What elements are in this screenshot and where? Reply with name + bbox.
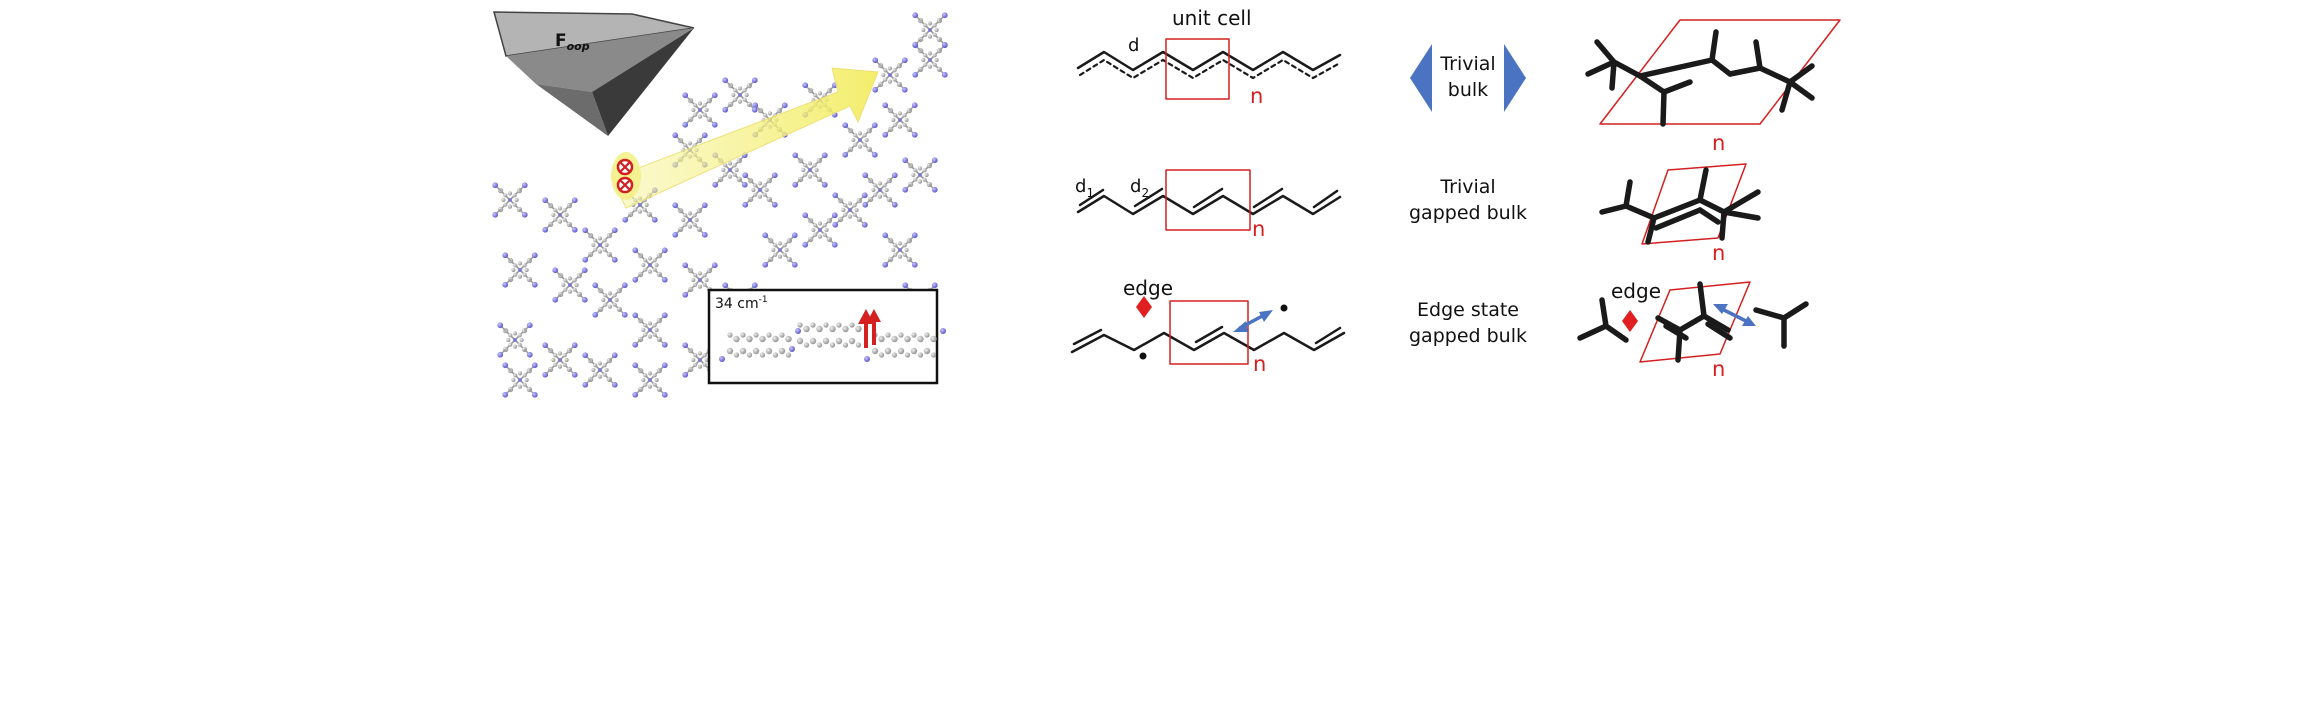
- bond-length-d2-label: d2: [1130, 176, 1149, 200]
- repeat-n-label: n: [1712, 241, 1725, 265]
- vibration-mode-inset: 34 cm-1: [707, 288, 946, 385]
- porphyrin-molecule: [632, 247, 668, 283]
- radical-dot-icon: [1139, 352, 1147, 360]
- classification-labels: Trivial bulk Trivial gapped bulk Edge st…: [1409, 44, 1527, 347]
- molecule-lattice: [492, 12, 948, 398]
- porphyrin-molecule: [542, 342, 578, 378]
- bond-length-d-label: d: [1128, 35, 1139, 56]
- porphyrin-molecule: [902, 157, 938, 193]
- unit-cell-rhombus: [1639, 281, 1751, 363]
- unit-cell-box: [1165, 38, 1230, 100]
- unit-cell-box: [1169, 300, 1249, 365]
- trivial-gapped-chain: [1076, 169, 1342, 231]
- edge-label: edge: [1611, 279, 1661, 303]
- trivial-bulk-lattice: [1585, 19, 1841, 127]
- unit-cell-rhombus: [1641, 163, 1747, 245]
- row1-label-line1: Trivial: [1439, 53, 1495, 75]
- right-blue-triangle-icon: [1504, 44, 1526, 112]
- row2-label-line2: gapped bulk: [1409, 202, 1527, 224]
- edge-state-lattice: [1577, 281, 1809, 363]
- red-up-arrow-icon: [858, 309, 881, 348]
- molecular-network-panel: Foop 34 cm-1: [492, 10, 948, 398]
- edge-label: edge: [1123, 276, 1173, 300]
- row3-label-line1: Edge state: [1417, 299, 1519, 321]
- porphyrin-molecule: [497, 322, 533, 358]
- afm-tip-icon: [493, 11, 695, 136]
- stacked-molecule: [719, 328, 801, 362]
- repeat-n-label: n: [1712, 357, 1725, 381]
- edge-red-diamond-icon: [1136, 296, 1152, 318]
- porphyrin-molecule: [502, 252, 538, 288]
- porphyrin-molecule: [552, 267, 588, 303]
- blue-double-arrow-icon: [1233, 310, 1273, 332]
- unit-cell-rhombus: [1599, 19, 1841, 125]
- porphyrin-molecule: [742, 172, 778, 208]
- bond-length-d1-label: d1: [1075, 176, 1094, 200]
- tip-force-label: Foop: [555, 31, 590, 53]
- inset-molecules: [719, 318, 946, 362]
- porphyrin-molecule: [582, 227, 618, 263]
- repeat-n-label: n: [1252, 217, 1265, 241]
- unit-cell-box: [1165, 169, 1251, 231]
- row1-label-line2: bulk: [1448, 79, 1488, 101]
- chain-panel: d unit cell n d1 d2 n edge n: [1070, 6, 1346, 376]
- porphyrin-molecule: [792, 152, 828, 188]
- inset-frequency-label: 34 cm-1: [715, 295, 768, 312]
- edge-state-chain: [1070, 300, 1346, 365]
- lattice-panel: n n edge: [1577, 19, 1841, 381]
- porphyrin-molecule: [832, 192, 868, 228]
- stacked-molecule: [864, 328, 946, 362]
- yellow-transfer-arrow: [611, 67, 879, 209]
- porphyrin-molecule: [882, 232, 918, 268]
- porphyrin-molecule: [542, 197, 578, 233]
- out-of-plane-marker-icon: [616, 176, 634, 194]
- radical-dot-icon: [1280, 304, 1288, 312]
- porphyrin-molecule: [802, 212, 838, 248]
- porphyrin-molecule: [492, 182, 528, 218]
- left-blue-triangle-icon: [1410, 44, 1432, 112]
- porphyrin-molecule: [842, 122, 878, 158]
- repeat-n-label: n: [1712, 131, 1725, 155]
- porphyrin-molecule: [672, 202, 708, 238]
- porphyrin-molecule: [632, 362, 668, 398]
- trivial-gapped-lattice: [1599, 163, 1761, 245]
- edge-red-diamond-icon: [1622, 310, 1638, 332]
- porphyrin-molecule: [762, 232, 798, 268]
- porphyrin-molecule: [722, 77, 758, 113]
- porphyrin-molecule: [632, 312, 668, 348]
- repeat-n-label: n: [1250, 84, 1263, 108]
- porphyrin-molecule: [912, 12, 948, 48]
- trivial-bulk-chain: [1076, 38, 1342, 100]
- blue-double-arrow-icon: [1713, 304, 1756, 326]
- row2-label-line1: Trivial: [1439, 176, 1495, 198]
- porphyrin-molecule: [682, 262, 718, 298]
- porphyrin-molecule: [682, 92, 718, 128]
- out-of-plane-marker-icon: [616, 158, 634, 176]
- porphyrin-molecule: [502, 362, 538, 398]
- porphyrin-molecule: [872, 57, 908, 93]
- porphyrin-molecule: [882, 102, 918, 138]
- porphyrin-molecule: [592, 282, 628, 318]
- stacked-molecule: [789, 318, 871, 352]
- unit-cell-label: unit cell: [1172, 6, 1252, 30]
- porphyrin-molecule: [582, 352, 618, 388]
- porphyrin-molecule: [862, 172, 898, 208]
- repeat-n-label: n: [1253, 352, 1266, 376]
- row3-label-line2: gapped bulk: [1409, 325, 1527, 347]
